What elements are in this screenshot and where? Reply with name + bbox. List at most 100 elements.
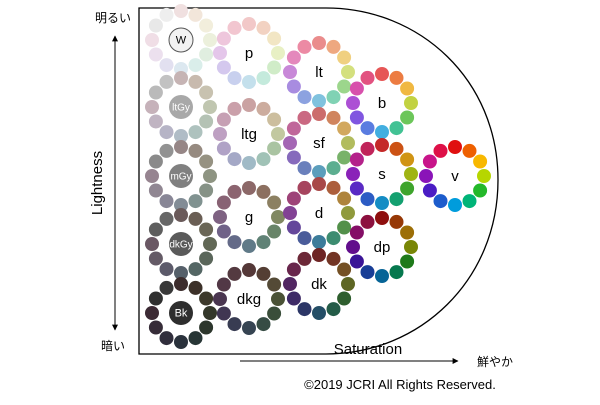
color-dot [337,291,352,306]
color-dot [297,180,312,195]
tone-label: Bk [175,308,188,320]
color-dot [297,110,312,125]
color-dot [337,79,352,94]
color-dot [213,210,227,224]
tone-label: d [315,205,323,222]
color-dot [199,85,214,100]
color-dot [199,291,214,306]
color-dot [312,235,326,249]
color-dot [349,225,364,240]
tone-group-ltgy: ltGy [145,71,217,143]
tone-group-dk: dk [283,248,355,320]
color-dot [242,98,256,112]
color-dot [216,31,231,46]
color-dot [286,262,301,277]
color-dot [159,194,174,209]
color-dot [159,262,174,277]
color-dot [256,20,271,35]
neutral-center-disc [169,232,193,256]
color-dot [148,291,163,306]
color-dot [286,50,301,65]
color-dot [242,75,256,89]
color-dot [389,192,404,207]
color-dot [286,79,301,94]
color-dot [419,169,433,183]
tone-label: dkg [237,291,261,308]
color-dot [375,138,389,152]
color-dot [216,195,231,210]
color-dot [433,194,448,209]
color-dot [213,127,227,141]
color-dot [174,266,188,280]
color-dot [216,60,231,75]
color-dot [256,184,271,199]
tone-label: p [245,45,253,62]
tone-label: dkGy [169,240,192,251]
tone-group-w: W [145,4,217,76]
color-dot [213,46,227,60]
color-dot [242,156,256,170]
color-dot [462,194,477,209]
tone-group-ltg: ltg [213,98,285,170]
color-dot [216,141,231,156]
tone-label: b [378,95,386,112]
color-dot [360,265,375,280]
color-dot [203,33,217,47]
color-dot [341,206,355,220]
color-dot [389,70,404,85]
color-dot [477,169,491,183]
color-dot [242,321,256,335]
copyright-text: ©2019 JCRI All Rights Reserved. [304,377,496,392]
color-dot [326,90,341,105]
color-dot [227,235,242,250]
color-dot [326,110,341,125]
color-dot [312,107,326,121]
color-dot [297,90,312,105]
color-dot [283,65,297,79]
tone-label: mGy [170,172,191,183]
color-dot [227,20,242,35]
color-dot [400,152,415,167]
color-dot [174,71,188,85]
tone-label: v [451,168,459,185]
color-dot [148,222,163,237]
color-dot [389,141,404,156]
neutral-center-disc [169,164,193,188]
color-dot [159,7,174,22]
color-dot [199,320,214,335]
color-dot [433,143,448,158]
saturation-axis-label: Saturation [334,341,402,358]
color-dot [312,177,326,191]
color-dot [188,7,203,22]
color-dot [375,269,389,283]
color-dot [199,222,214,237]
tone-label: sf [313,135,326,152]
color-dot [216,112,231,127]
tone-label: dp [374,239,391,256]
color-dot [242,239,256,253]
color-dot [188,58,203,73]
tone-group-mgy: mGy [145,140,217,212]
color-dot [199,47,214,62]
color-dot [188,194,203,209]
color-dot [145,100,159,114]
color-dot [159,280,174,295]
color-dot [337,150,352,165]
color-dot [199,251,214,266]
color-dot [174,335,188,349]
color-dot [286,191,301,206]
color-dot [341,277,355,291]
color-dot [349,81,364,96]
color-dot [346,167,360,181]
color-dot [148,47,163,62]
color-dot [216,277,231,292]
color-dot [312,248,326,262]
color-dot [174,140,188,154]
color-dot [448,140,462,154]
color-dot [174,4,188,18]
color-dot [400,181,415,196]
color-dot [227,152,242,167]
color-dot [145,33,159,47]
